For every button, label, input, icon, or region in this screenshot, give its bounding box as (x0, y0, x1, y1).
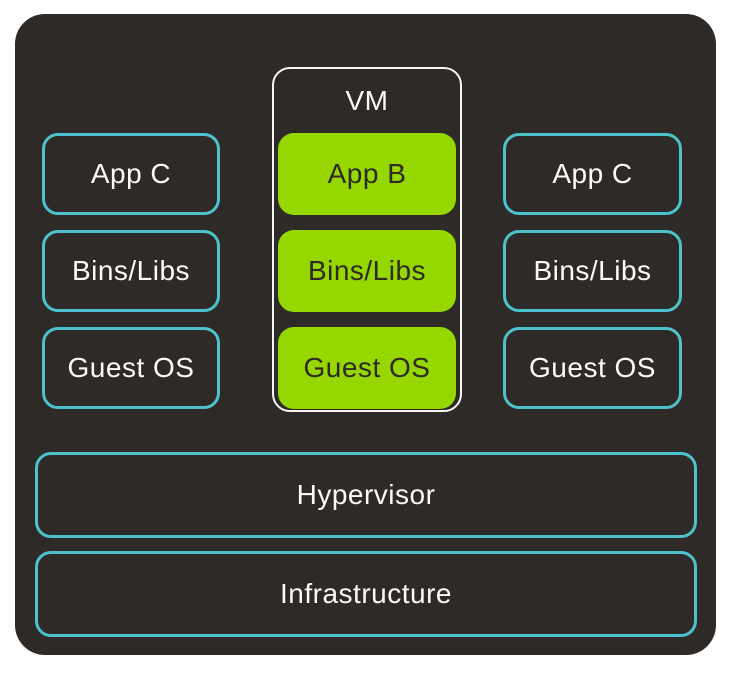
left-stack-guest-os-box: Guest OS (42, 327, 220, 409)
vm-stack-guest-os-label: Guest OS (303, 352, 431, 383)
infrastructure-layer-box: Infrastructure (35, 551, 697, 637)
right-stack-guest-os-label: Guest OS (529, 352, 656, 383)
right-stack-bins-libs-box: Bins/Libs (503, 230, 682, 312)
right-stack-guest-os-box: Guest OS (503, 327, 682, 409)
left-stack-app-c-box: App C (42, 133, 220, 215)
left-stack-bins-libs-box: Bins/Libs (42, 230, 220, 312)
left-stack-app-c-label: App C (90, 158, 172, 189)
vm-stack-app-b-label: App B (327, 158, 407, 189)
hypervisor-layer-label: Hypervisor (296, 479, 436, 510)
vm-stack-guest-os-box: Guest OS (278, 327, 456, 409)
vm-container: VM App B Bins/Libs Guest OS (272, 67, 462, 412)
vm-stack-bins-libs-label: Bins/Libs (307, 255, 427, 286)
right-stack-bins-libs-label: Bins/Libs (533, 255, 652, 286)
right-stack-app-c-box: App C (503, 133, 682, 215)
hypervisor-layer-box: Hypervisor (35, 452, 697, 538)
vm-label: VM (345, 85, 389, 116)
vm-stack-app-b-box: App B (278, 133, 456, 215)
left-stack-guest-os-label: Guest OS (67, 352, 195, 383)
infrastructure-layer-label: Infrastructure (280, 578, 452, 609)
right-stack-app-c-label: App C (552, 158, 633, 189)
vm-stack-bins-libs-box: Bins/Libs (278, 230, 456, 312)
left-stack-bins-libs-label: Bins/Libs (71, 255, 191, 286)
diagram-board: App C Bins/Libs Guest OS VM App B Bins/L… (15, 14, 716, 655)
